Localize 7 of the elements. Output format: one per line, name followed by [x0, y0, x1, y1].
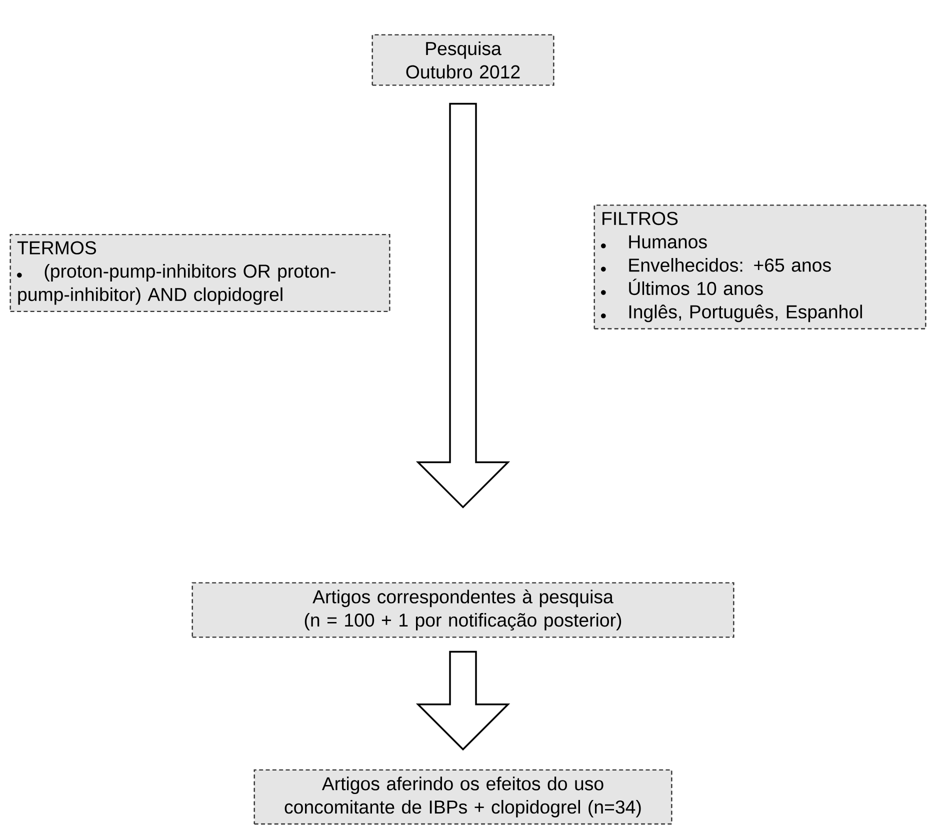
result-box: Artigos correspondentes à pesquisa (n = 100 + 1 por notificação posterior): [192, 582, 734, 638]
search-box: Pesquisa Outubro 2012: [372, 34, 554, 86]
list-box: FILTROS Humanos Envelhecidos: +65 anos Últimos 10 anos Inglês, Português, Espanhol: [594, 204, 926, 330]
hollow-arrow: [416, 650, 510, 751]
hollow-arrow: [416, 102, 510, 508]
list-box: TERMOS (proton-pump-inhibitors OR proton-pump-inhibitor) AND clopidogrel: [10, 234, 390, 312]
result-box: Artigos aferindo os efeitos do uso concomitante de IBPs + clopidogrel (n=34): [254, 769, 672, 825]
